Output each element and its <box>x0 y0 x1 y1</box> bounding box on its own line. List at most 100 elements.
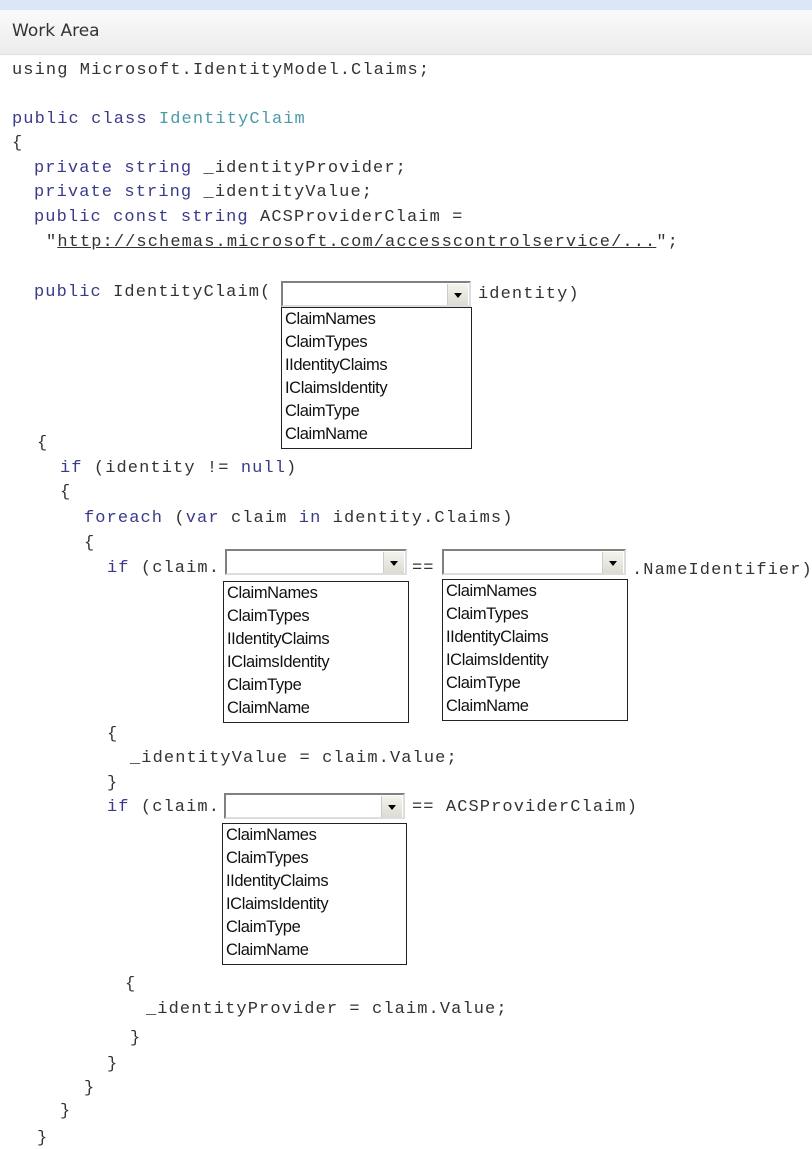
chevron-down-icon[interactable] <box>602 552 623 573</box>
dropdown-option[interactable]: ClaimType <box>285 402 360 420</box>
dropdown-option[interactable]: ClaimType <box>446 674 521 692</box>
code-line: } <box>107 1055 118 1075</box>
code-line: { <box>12 134 23 154</box>
code-line: _identityValue = claim.Value; <box>130 749 458 769</box>
dropdown-option[interactable]: ClaimType <box>227 676 302 694</box>
code-text: { <box>60 483 72 502</box>
code-keyword: if <box>107 559 141 578</box>
dropdown-option[interactable]: IIdentityClaims <box>227 630 330 648</box>
code-line: { <box>84 534 95 554</box>
code-text: } <box>107 774 119 793</box>
dropdown-option[interactable]: IIdentityClaims <box>446 628 549 646</box>
dropdown-option[interactable]: IClaimsIdentity <box>227 653 330 671</box>
dropdown-option[interactable]: ClaimNames <box>226 826 317 844</box>
code-keyword: var <box>185 509 231 528</box>
code-text: " <box>46 233 58 252</box>
code-text: using Microsoft.IdentityModel.Claims; <box>12 61 431 80</box>
dropdown-option[interactable]: IClaimsIdentity <box>446 651 549 669</box>
dropdown-option[interactable]: IClaimsIdentity <box>226 895 329 913</box>
code-text: _identityProvider; <box>203 159 407 178</box>
claim-property-dropdown-2[interactable] <box>224 793 405 819</box>
code-text: } <box>37 1129 49 1148</box>
dropdown-option[interactable]: ClaimName <box>227 699 310 717</box>
code-line: if (claim. <box>107 798 220 818</box>
chevron-down-icon[interactable] <box>383 552 404 573</box>
code-keyword: if <box>107 798 141 817</box>
dropdown-option[interactable]: ClaimTypes <box>226 849 309 867</box>
code-text: { <box>84 534 96 553</box>
code-text: == ACSProviderClaim) <box>412 798 639 817</box>
code-text: { <box>12 134 24 153</box>
code-line: public const string ACSProviderClaim = <box>34 208 463 228</box>
code-line: == <box>412 559 435 579</box>
code-keyword: private string <box>34 183 204 202</box>
dropdown-option[interactable]: ClaimType <box>226 918 301 936</box>
code-text: { <box>125 975 137 994</box>
dropdown-option[interactable]: ClaimTypes <box>227 607 310 625</box>
code-line: if (identity != null) <box>60 459 297 479</box>
code-line: _identityProvider = claim.Value; <box>146 1000 508 1020</box>
code-text: } <box>60 1102 72 1121</box>
top-strip <box>0 0 812 10</box>
code-text: ACSProviderClaim = <box>260 208 464 227</box>
chevron-down-icon[interactable] <box>447 284 468 305</box>
chevron-down-icon[interactable] <box>381 796 402 817</box>
code-text: IdentityClaim( <box>113 283 272 302</box>
code-keyword: private string <box>34 159 204 178</box>
code-keyword: if <box>60 459 94 478</box>
code-line: } <box>130 1029 141 1049</box>
code-text: (claim. <box>140 798 221 817</box>
code-text: "; <box>656 233 679 252</box>
code-line: private string _identityValue; <box>34 183 373 203</box>
dropdown-option[interactable]: IIdentityClaims <box>226 872 329 890</box>
code-text: } <box>107 1055 119 1074</box>
code-line: private string _identityProvider; <box>34 159 407 179</box>
code-line: } <box>107 774 118 794</box>
code-text: ( <box>174 509 186 528</box>
code-line: { <box>125 975 136 995</box>
dropdown-option[interactable]: ClaimTypes <box>446 605 529 623</box>
code-url: http://schemas.microsoft.com/accesscontr… <box>57 233 657 252</box>
dropdown-option[interactable]: ClaimNames <box>285 310 376 328</box>
code-text: _identityValue = claim.Value; <box>130 749 458 768</box>
code-class-name: IdentityClaim <box>158 110 306 129</box>
code-line: "http://schemas.microsoft.com/accesscont… <box>46 233 679 253</box>
code-text: == <box>412 559 435 578</box>
code-line: } <box>84 1079 95 1099</box>
work-area-header: Work Area <box>0 10 812 55</box>
code-line: .NameIdentifier) <box>632 561 812 581</box>
code-text: identity.Claims) <box>332 509 514 528</box>
code-keyword: null <box>240 459 287 478</box>
identity-type-dropdown[interactable] <box>281 281 471 307</box>
claim-property-dropdown-1[interactable] <box>225 549 407 575</box>
code-line: { <box>60 483 71 503</box>
code-text: ) <box>286 459 298 478</box>
code-line: { <box>107 725 118 745</box>
code-line: identity) <box>478 285 580 305</box>
code-text: .NameIdentifier) <box>632 561 812 580</box>
code-line: } <box>37 1129 48 1149</box>
dropdown-option[interactable]: ClaimNames <box>446 582 537 600</box>
code-line: foreach (var claim in identity.Claims) <box>84 509 514 529</box>
dropdown-option[interactable]: ClaimName <box>226 941 309 959</box>
code-text: } <box>84 1079 96 1098</box>
code-text: (claim. <box>140 559 221 578</box>
dropdown-option[interactable]: ClaimNames <box>227 584 318 602</box>
dropdown-option[interactable]: IClaimsIdentity <box>285 379 388 397</box>
dropdown-option[interactable]: IIdentityClaims <box>285 356 388 374</box>
dropdown-option[interactable]: ClaimName <box>446 697 529 715</box>
code-line: if (claim. <box>107 559 220 579</box>
claim-class-dropdown[interactable] <box>442 549 626 575</box>
code-keyword: public class <box>12 110 159 129</box>
code-text: identity) <box>478 285 580 304</box>
code-line: } <box>60 1102 71 1122</box>
code-text: } <box>130 1029 142 1048</box>
dropdown-option[interactable]: ClaimTypes <box>285 333 368 351</box>
dropdown-option[interactable]: ClaimName <box>285 425 368 443</box>
code-keyword: in <box>298 509 333 528</box>
code-text: claim <box>230 509 299 528</box>
